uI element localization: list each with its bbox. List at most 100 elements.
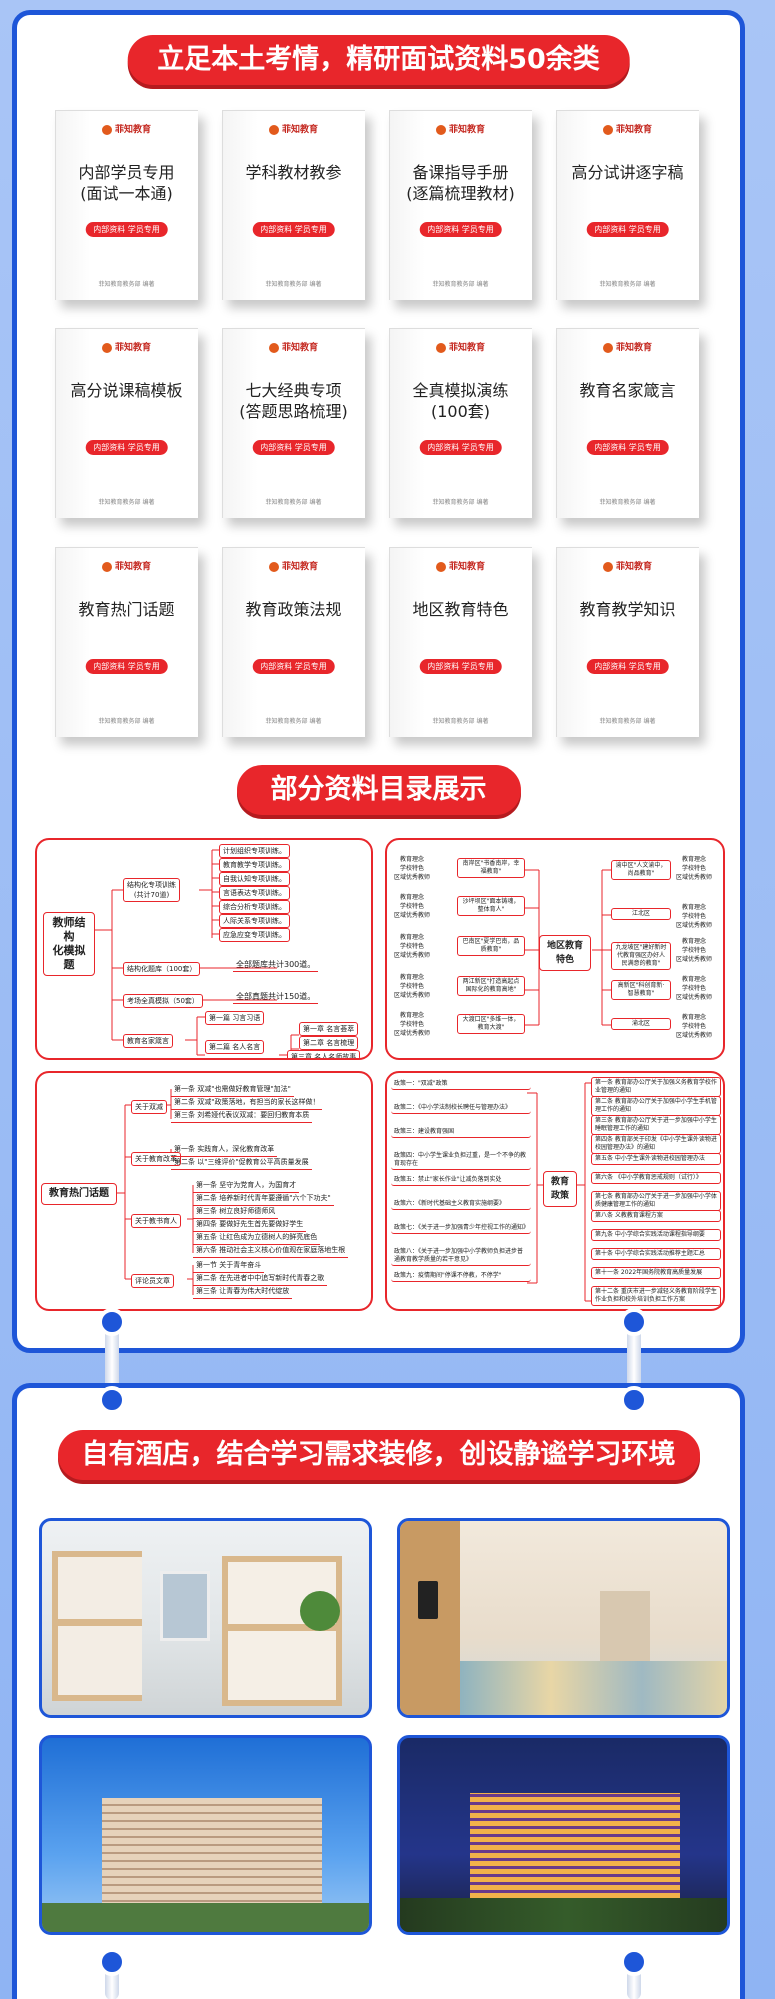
book-publisher: 菲知教育教务部 编著 xyxy=(599,281,656,288)
book-cover: 菲知教育高分试讲逐字稿内部资料 学员专用菲知教育教务部 编著 xyxy=(556,110,699,300)
mm2-label: 教育理念 学校特色 区域优秀教师 xyxy=(391,892,434,921)
book-title: 教育热门话题 xyxy=(78,600,175,619)
book-tag: 内部资料 学员专用 xyxy=(419,440,502,455)
binder-rod-left xyxy=(105,1320,119,1400)
mm3-leaf: 第二条 以"三维评价"促教育公平高质量发展 xyxy=(171,1156,312,1170)
mm4-article: 第八条 义教教育课程方案 xyxy=(591,1210,721,1222)
book-publisher: 菲知教育教务部 编著 xyxy=(98,281,155,288)
mindmap-regional-features: 地区教育 特色 南岸区"书香南岸，幸福教育"教育理念 学校特色 区域优秀教师沙坪… xyxy=(385,838,725,1060)
book-publisher: 菲知教育教务部 编著 xyxy=(265,499,322,506)
mm3-leaf: 第二条 双减"政策落地，有担当的家长这样做！ xyxy=(171,1096,323,1110)
mm2-label: 教育理念 学校特色 区域优秀教师 xyxy=(391,854,434,883)
photo-hotel-room xyxy=(39,1518,372,1718)
brand-logo: 菲知教育 xyxy=(55,559,198,572)
logo-text: 菲知教育 xyxy=(448,343,485,353)
mm1-leaf: 言语表达专项训练。 xyxy=(219,886,290,900)
mm2-label: 教育理念 学校特色 区域优秀教师 xyxy=(673,936,716,965)
mm1-leaf: 自我认知专项训练。 xyxy=(219,872,290,886)
brand-logo: 菲知教育 xyxy=(55,122,198,135)
door-lock xyxy=(418,1581,438,1619)
mm3-leaf: 第三条 树立良好师德师风 xyxy=(193,1205,279,1219)
binder-ring-foot-right xyxy=(620,1948,648,1976)
photo-hotel-building-night xyxy=(397,1735,730,1935)
brand-logo: 菲知教育 xyxy=(222,559,365,572)
logo-text: 菲知教育 xyxy=(114,343,151,353)
binder-rod-right xyxy=(627,1320,641,1400)
mm4-policy: 政策二：《中小学法制校长聘任与管理办法》 xyxy=(391,1103,531,1114)
book-title: 教育教学知识 xyxy=(579,600,676,619)
mm2-district: 九龙坡区"建好新时代教育强区办好人民满意的教育" xyxy=(611,942,671,970)
mm4-article: 第一条 教育部办公厅关于加强义务教育学校作业管理的通知 xyxy=(591,1077,721,1097)
mm2-label: 教育理念 学校特色 区域优秀教师 xyxy=(673,1012,716,1041)
book-title: 七大经典专项 (答题思路梳理) xyxy=(239,381,348,421)
logo-icon xyxy=(101,124,112,135)
photo-hotel-building-day xyxy=(39,1735,372,1935)
building-day xyxy=(102,1798,322,1908)
brand-logo: 菲知教育 xyxy=(222,340,365,353)
mm3-group-2: 关于教育改革 xyxy=(131,1152,181,1166)
logo-icon xyxy=(268,342,279,353)
hotel-panel: 自有酒店，结合学习需求装修，创设静谧学习环境 xyxy=(12,1383,745,1999)
carpet xyxy=(460,1661,727,1715)
mm3-leaf: 第一条 双减"也需做好教育管理"加法" xyxy=(171,1083,294,1097)
mm4-article: 第七条 教育部办公厅关于进一步加强中小学体质健康管理工作的通知 xyxy=(591,1191,721,1211)
mm3-leaf: 第五条 让红色成为立德树人的鲜亮底色 xyxy=(193,1231,321,1245)
catalog-banner: 部分资料目录展示 xyxy=(236,765,521,815)
mm2-district: 沙坪坝区"面本铸魂，整体育人" xyxy=(457,896,525,916)
mm4-root: 教育 政策 xyxy=(543,1171,577,1207)
book-tag: 内部资料 学员专用 xyxy=(586,659,669,674)
book-cover: 菲知教育教育名家箴言内部资料 学员专用菲知教育教务部 编著 xyxy=(556,328,699,518)
mm1-leaf: 计划组织专项训练。 xyxy=(219,844,290,858)
mm4-article: 第十二条 重庆市进一步减轻义务教育阶段学生作业负担和校外培训负担工作方案 xyxy=(591,1286,721,1306)
mm4-article: 第五条 中小学生课外读物进校园管理办法 xyxy=(591,1153,721,1165)
book-publisher: 菲知教育教务部 编著 xyxy=(265,281,322,288)
mm3-group-4: 评论员文章 xyxy=(131,1274,174,1288)
mm3-leaf: 第一条 实践育人，深化教育改革 xyxy=(171,1143,278,1157)
mm3-leaf: 第三条 让青春为伟大时代绽放 xyxy=(193,1285,293,1299)
mm2-district: 高新区"科创育新·智慧教育" xyxy=(611,980,671,1000)
logo-text: 菲知教育 xyxy=(615,562,652,572)
brand-logo: 菲知教育 xyxy=(389,340,532,353)
mm4-article: 第六条 《中小学教育惩戒规则（试行）》 xyxy=(591,1172,721,1184)
book-title: 高分说课稿模板 xyxy=(70,381,183,400)
book-title: 教育政策法规 xyxy=(245,600,342,619)
binder-ring-bottom-left xyxy=(98,1386,126,1414)
book-cover: 菲知教育教育教学知识内部资料 学员专用菲知教育教务部 编著 xyxy=(556,547,699,737)
mm3-root: 教育热门话题 xyxy=(41,1183,117,1205)
book-tag: 内部资料 学员专用 xyxy=(85,222,168,237)
logo-icon xyxy=(435,124,446,135)
book-cover: 菲知教育高分说课稿模板内部资料 学员专用菲知教育教务部 编著 xyxy=(55,328,198,518)
night-ground xyxy=(400,1898,727,1932)
book-cover: 菲知教育学科教材教参内部资料 学员专用菲知教育教务部 编著 xyxy=(222,110,365,300)
logo-icon xyxy=(435,342,446,353)
mm2-district: 巴南区"夏学巴南，品质教育" xyxy=(457,936,525,956)
mm3-leaf: 第一节 关于青年奋斗 xyxy=(193,1259,265,1273)
logo-icon xyxy=(602,124,613,135)
brand-logo: 菲知教育 xyxy=(556,559,699,572)
logo-icon xyxy=(101,561,112,572)
mm2-label: 教育理念 学校特色 区域优秀教师 xyxy=(391,1010,434,1039)
logo-text: 菲知教育 xyxy=(281,125,318,135)
mm1-sub-1: 第一篇 习言习语 xyxy=(205,1011,265,1025)
mm4-policy: 政策五：禁止"家长作业"让减负落到实处 xyxy=(391,1175,531,1186)
mm2-label: 教育理念 学校特色 区域优秀教师 xyxy=(673,974,716,1003)
mm4-article: 第三条 教育部办公厅关于进一步加强中小学生睡眠管理工作的通知 xyxy=(591,1115,721,1135)
mm2-district: 大渡口区"多维一体，教育大渡" xyxy=(457,1014,525,1034)
brand-logo: 菲知教育 xyxy=(55,340,198,353)
book-cover: 菲知教育教育热门话题内部资料 学员专用菲知教育教务部 编著 xyxy=(55,547,198,737)
mm2-label: 教育理念 学校特色 区域优秀教师 xyxy=(391,972,434,1001)
book-publisher: 菲知教育教务部 编著 xyxy=(432,718,489,725)
logo-text: 菲知教育 xyxy=(448,562,485,572)
book-cover: 菲知教育内部学员专用 (面试一本通)内部资料 学员专用菲知教育教务部 编著 xyxy=(55,110,198,300)
mm1-leaf-b3: 全部真题共计150道。 xyxy=(233,990,319,1004)
mm3-leaf: 第六条 推动社会主义核心价值观在家庭落地生根 xyxy=(193,1244,349,1258)
book-publisher: 菲知教育教务部 编著 xyxy=(599,499,656,506)
mm2-label: 教育理念 学校特色 区域优秀教师 xyxy=(673,854,716,883)
mm3-leaf: 第一条 坚守为党育人，为国育才 xyxy=(193,1179,300,1193)
mm2-district: 渝中区"人文渝中，尚品教育" xyxy=(611,860,671,880)
book-cover: 菲知教育教育政策法规内部资料 学员专用菲知教育教务部 编著 xyxy=(222,547,365,737)
mm4-article: 第二条 教育部办公厅关于加强中小学生手机管理工作的通知 xyxy=(591,1096,721,1116)
bunk-bed-left xyxy=(52,1551,142,1701)
mm1-leaf: 教育教学专项训练。 xyxy=(219,858,290,872)
mm2-district: 渝北区 xyxy=(611,1018,671,1030)
